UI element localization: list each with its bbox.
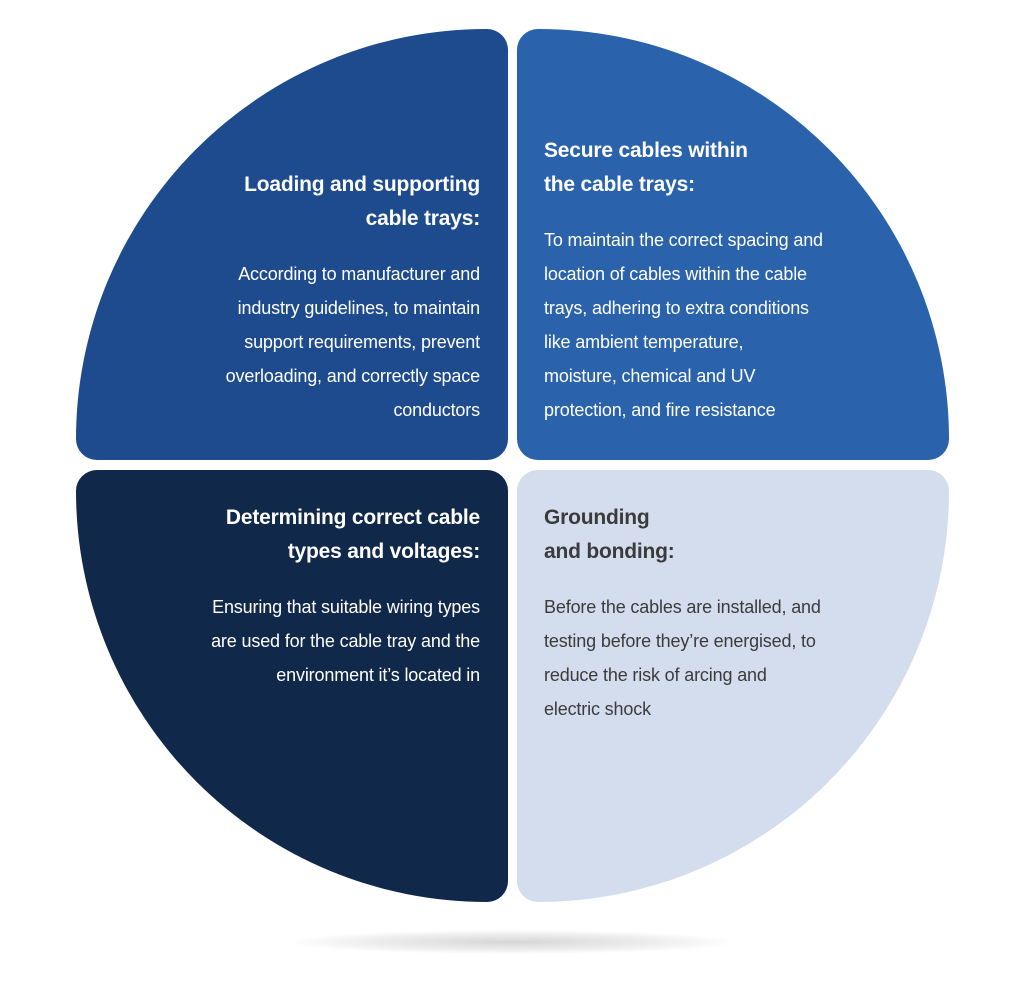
secure-cables-heading: Secure cables within the cable trays: [544,139,748,196]
grounding-bonding-text: Grounding and bonding: Before the cables… [544,501,894,726]
grounding-bonding-description: Before the cables are installed, and tes… [544,597,821,719]
drop-shadow [290,930,734,954]
loading-supporting-description: According to manufacturer and industry g… [225,264,481,420]
cable-types-text: Determining correct cable types and volt… [120,501,480,692]
loading-supporting-text: Loading and supporting cable trays: Acco… [140,168,481,427]
cable-types-heading: Determining correct cable types and volt… [225,506,480,563]
grounding-bonding-heading: Grounding and bonding: [544,506,675,563]
cable-types-description: Ensuring that suitable wiring types are … [211,597,480,685]
loading-supporting-heading: Loading and supporting cable trays: [244,173,480,230]
secure-cables-description: To maintain the correct spacing and loca… [544,230,823,420]
secure-cables-text: Secure cables within the cable trays: To… [544,134,894,427]
